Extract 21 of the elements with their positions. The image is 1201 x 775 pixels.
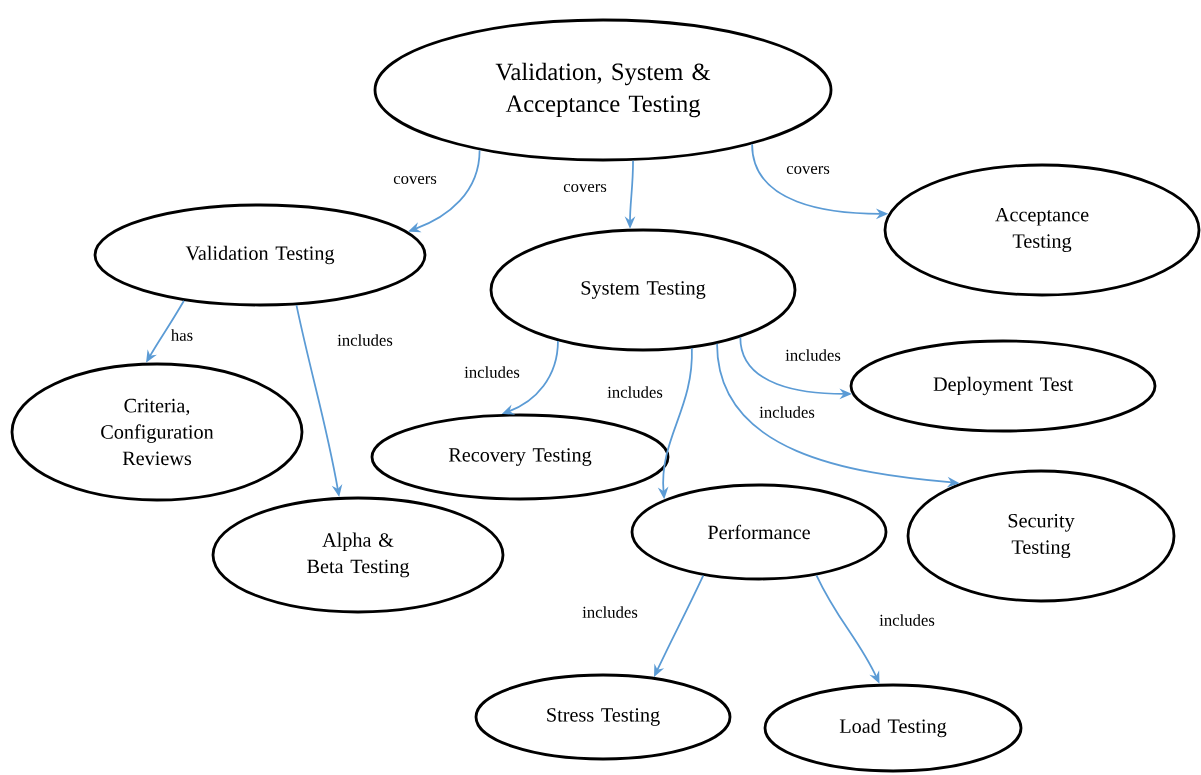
ellipse-node: Load Testing: [763, 683, 1023, 773]
ellipse-node: Stress Testing: [474, 673, 732, 761]
edge-label: includes: [580, 604, 640, 620]
edge-label: covers: [784, 164, 832, 176]
edge-label: includes: [335, 332, 395, 348]
edge-label: includes: [877, 612, 937, 628]
ellipse-node: Deployment Test: [849, 339, 1157, 433]
ellipse-node: Recovery Testing: [370, 413, 670, 501]
ellipse-node: Validation, System & Acceptance Testing: [373, 18, 833, 162]
edge-label: includes: [462, 364, 522, 380]
edge-label: has: [169, 327, 195, 343]
ellipse-node: Validation Testing: [93, 203, 427, 307]
ellipse-node: Alpha & Beta Testing: [211, 496, 505, 614]
ellipse-node: Performance: [630, 483, 888, 581]
ellipse-node: Security Testing: [906, 469, 1176, 603]
ellipse-node: Acceptance Testing: [883, 163, 1201, 297]
ellipse-node: Criteria, Configuration Reviews: [10, 362, 304, 502]
edge-label: includes: [605, 384, 665, 400]
edge-label: includes: [757, 404, 817, 420]
edge-label: covers: [391, 174, 439, 186]
edge-label: covers: [561, 182, 609, 194]
